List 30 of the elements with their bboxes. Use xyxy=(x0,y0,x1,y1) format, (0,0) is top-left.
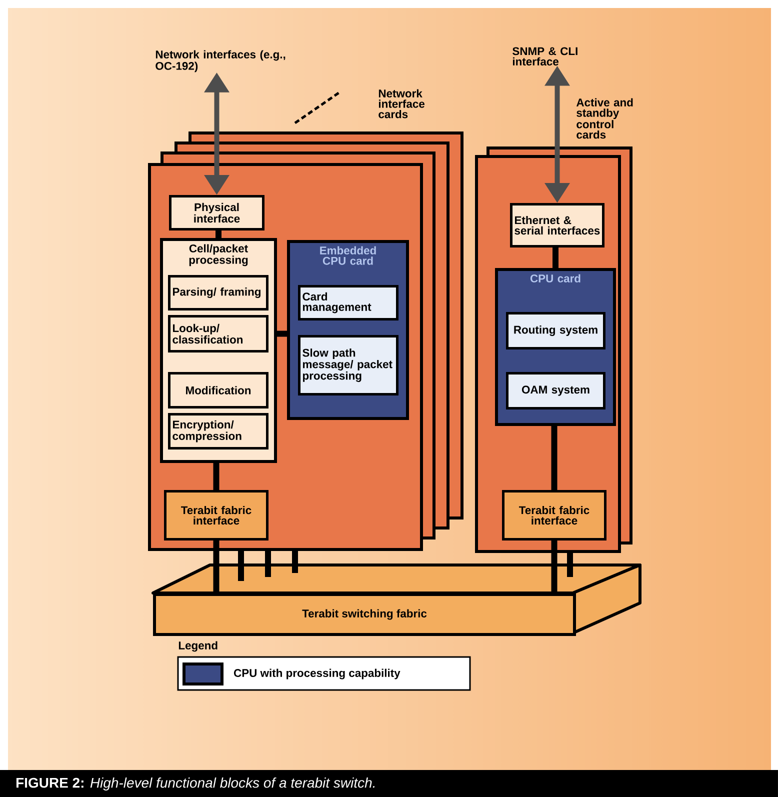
function-box: Routing system xyxy=(506,312,606,350)
fabric-interface-box: Terabit fabric interface xyxy=(502,490,606,540)
connector-line xyxy=(551,540,558,593)
connector-line xyxy=(567,553,573,577)
legend-box: CPU with processing capability xyxy=(177,656,471,691)
port-label: SNMP & CLI interface xyxy=(512,47,578,66)
connector-line xyxy=(238,551,244,581)
function-box: Physical interface xyxy=(169,195,264,230)
connector-line xyxy=(213,463,220,490)
connector-line xyxy=(213,540,220,593)
port-label: Network interfaces (e.g., OC-192) xyxy=(156,50,286,72)
connector-line xyxy=(277,330,287,337)
function-box: Look-up/ classification xyxy=(168,315,268,352)
function-box: OAM system xyxy=(506,372,606,410)
function-box: Ethernet & serial interfaces xyxy=(510,203,604,248)
caption-band: FIGURE 2: High-level functional blocks of a terabit switch. xyxy=(0,770,778,797)
fabric-interface-box: Terabit fabric interface xyxy=(164,490,268,540)
connector-line xyxy=(216,230,222,238)
function-box: Card management xyxy=(298,285,398,320)
function-box: Slow path message/ packet processing xyxy=(298,335,398,396)
function-box: Modification xyxy=(168,372,268,408)
connector-line xyxy=(265,551,271,577)
annotation-label: Network interface cards xyxy=(378,89,424,118)
connector-line xyxy=(552,248,558,268)
connector-line xyxy=(292,551,298,573)
function-box: Encryption/ compression xyxy=(168,413,268,450)
connector-line xyxy=(551,426,558,490)
switching-fabric: Terabit switching fabric xyxy=(152,564,642,636)
function-box: Parsing/ framing xyxy=(168,275,268,310)
annotation-label: Active and standby control cards xyxy=(576,98,633,139)
